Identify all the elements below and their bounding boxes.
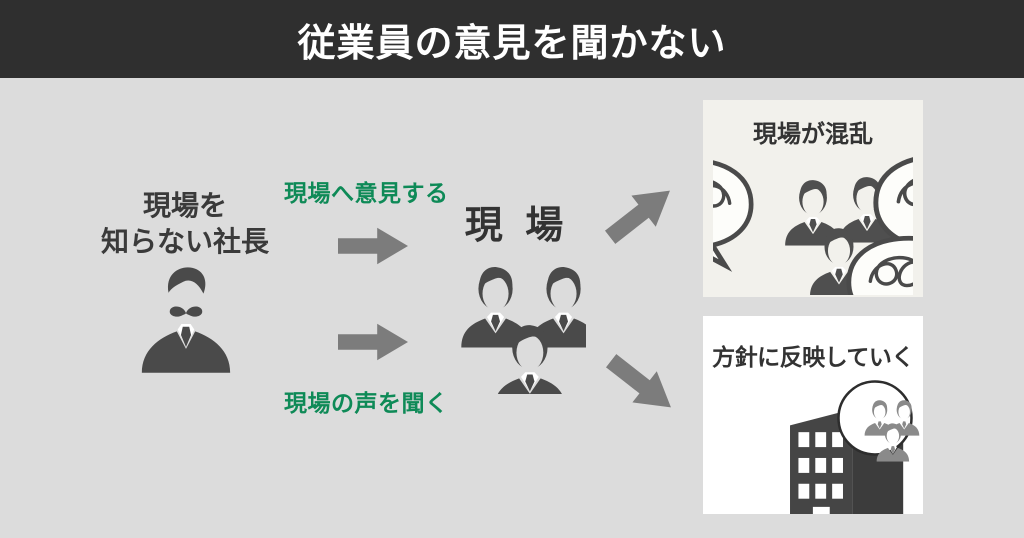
genba-title: 現 場 — [464, 205, 570, 247]
result-title-confusion: 現場が混乱 — [753, 121, 873, 148]
title-bar: 従業員の意見を聞かない — [0, 0, 1024, 78]
result-box-policy: 方針に反映していく — [703, 316, 923, 514]
arrow-down-right-icon — [597, 342, 685, 425]
flow-label-opinion: 現場へ意見する — [284, 180, 449, 206]
president-label-line1: 現場を — [142, 190, 227, 221]
company-building-and-team-icon — [703, 380, 923, 514]
arrow-up-right-icon — [596, 172, 684, 255]
president-label-line2: 知らない社長 — [100, 226, 269, 257]
team-circle-icon — [837, 380, 920, 462]
arrow-right-top-icon — [338, 224, 408, 268]
confused-group-with-speech-scribbles-icon — [713, 150, 913, 295]
arrow-right-bottom-icon — [338, 320, 408, 364]
result-box-confusion: 現場が混乱 — [703, 100, 923, 297]
page-title: 従業員の意見を聞かない — [297, 22, 727, 65]
president-label: 現場を 知らない社長 — [65, 188, 305, 260]
flow-label-listen: 現場の声を聞く — [284, 390, 449, 416]
president-icon — [141, 267, 231, 373]
worker-group-icon — [452, 256, 586, 394]
result-title-policy: 方針に反映していく — [712, 344, 914, 370]
